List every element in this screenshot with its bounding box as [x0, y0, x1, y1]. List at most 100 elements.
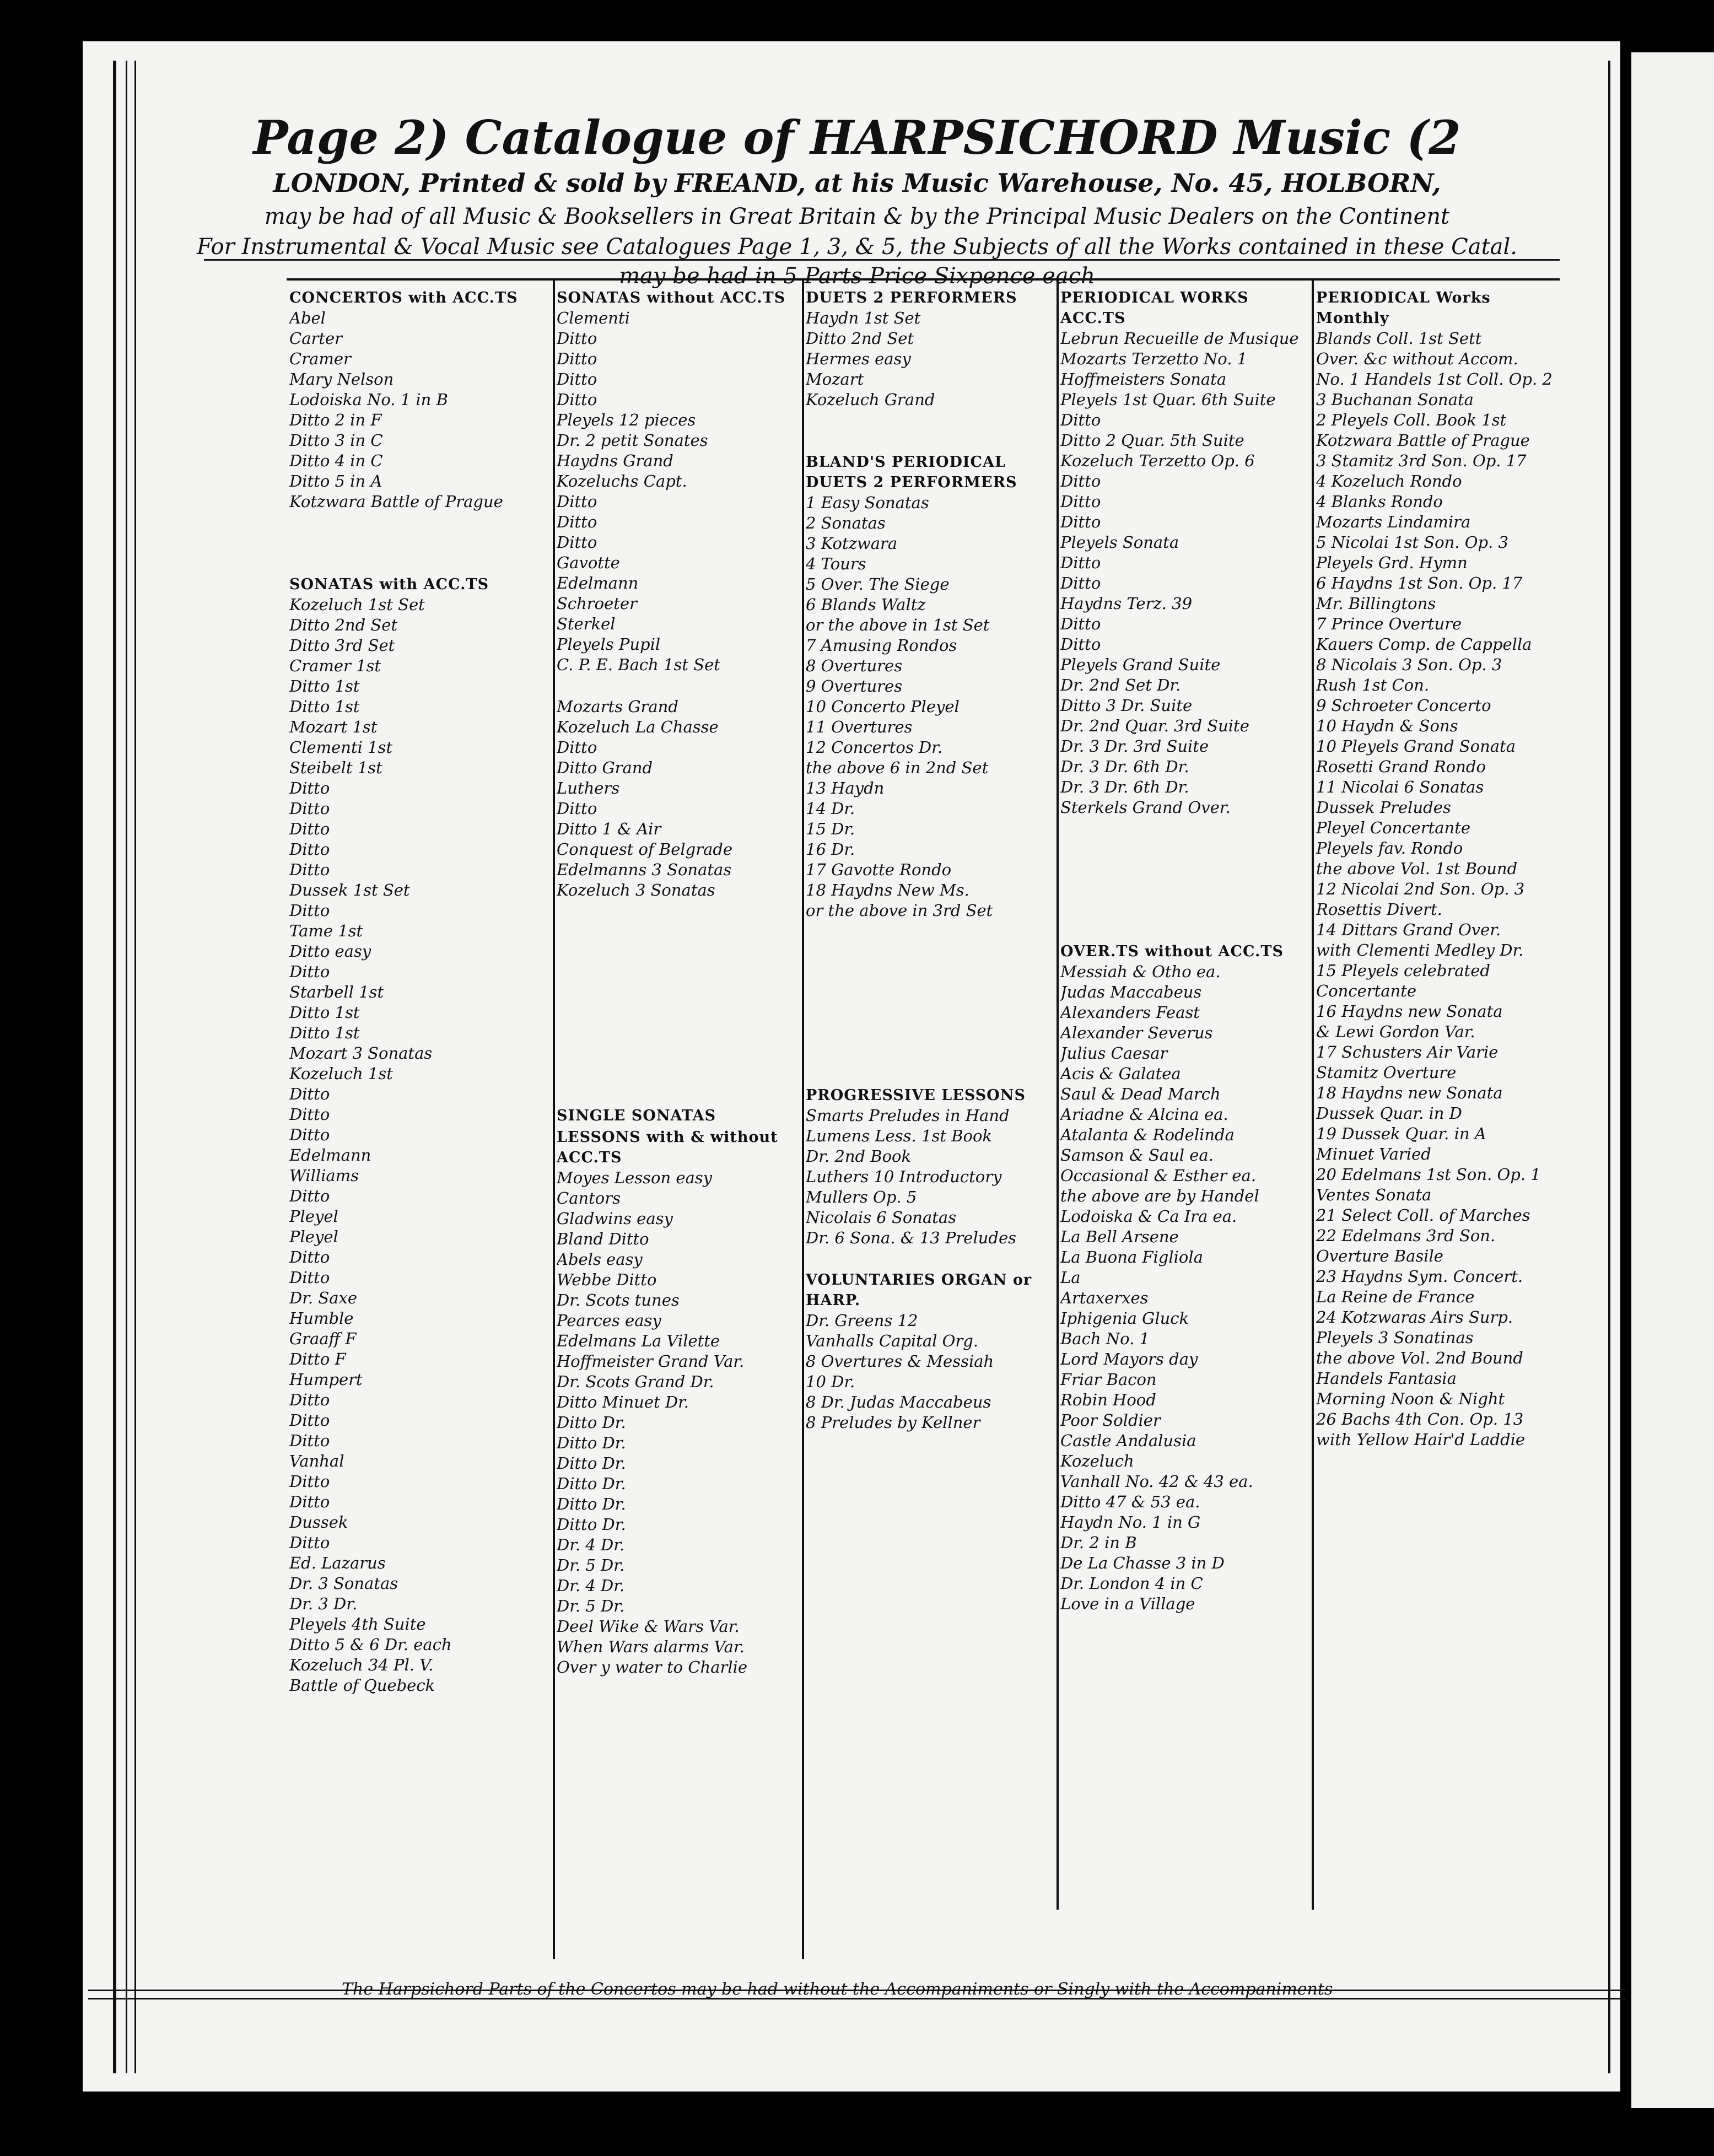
item-title: Handels Fantasia	[1316, 1369, 1457, 1388]
item-title: Rush 1st Con.	[1316, 676, 1430, 694]
item-title: Pleyels Pupil	[557, 635, 661, 654]
list-item: Over y water to Charlie	[557, 1657, 799, 1678]
list-item: Haydns Grand	[557, 451, 799, 471]
item-title: Mozarts Grand	[557, 697, 678, 716]
list-item: Ditto 1st	[289, 1023, 548, 1043]
list-item: Ditto	[557, 512, 799, 532]
list-item: La Bell Arsene	[1060, 1227, 1308, 1247]
item-title: Nicolais 6 Sonatas	[806, 1208, 957, 1227]
item-title: La Reine de France	[1316, 1287, 1475, 1306]
list-item: Dr. London 4 in C	[1060, 1573, 1308, 1594]
list-item: Ditto 3rd Set	[289, 635, 548, 656]
item-title: Alexander Severus	[1060, 1023, 1213, 1042]
item-title: 4 Blanks Rondo	[1316, 492, 1443, 511]
item-title: Ditto 1st	[289, 1023, 360, 1042]
list-item: Haydn No. 1 in G	[1060, 1512, 1308, 1533]
item-title: Dr. 2nd Book	[806, 1147, 912, 1166]
item-title: Ditto F	[289, 1350, 346, 1368]
item-title: 3 Buchanan Sonata	[1316, 390, 1474, 409]
list-item: Ditto	[289, 1104, 548, 1125]
list-item: Ditto	[557, 328, 799, 349]
item-title: Carter	[289, 329, 343, 348]
item-title: Mozarts Terzetto No. 1	[1060, 349, 1248, 368]
list-item: Ditto	[289, 901, 548, 921]
list-item: Ditto 5 & 6 Dr. each	[289, 1635, 548, 1655]
list-item: Tame 1st	[289, 921, 548, 941]
item-title: Dr. Greens 12	[806, 1311, 918, 1330]
item-title: Ditto	[557, 738, 597, 757]
list-item: Atalanta & Rodelinda	[1060, 1125, 1308, 1145]
list-item: Dr. 2 petit Sonates	[557, 430, 799, 451]
item-title: Hermes easy	[806, 349, 911, 368]
item-title: Kozeluch Grand	[806, 390, 935, 409]
item-title: 11 Overtures	[806, 718, 913, 736]
list-item: 3 Buchanan Sonata	[1316, 390, 1559, 410]
item-title: Haydn 1st Set	[806, 309, 921, 327]
item-title: Cramer 1st	[289, 656, 381, 675]
item-title: Ditto Dr.	[557, 1433, 626, 1452]
list-item: Ditto	[1060, 614, 1308, 634]
item-title: 8 Nicolais 3 Son. Op. 3	[1316, 655, 1502, 674]
item-title: Occasional & Esther ea.	[1060, 1166, 1256, 1185]
list-item: Conquest of Belgrade	[557, 839, 799, 860]
list-item: Edelmann	[557, 573, 799, 594]
item-title: Cantors	[557, 1189, 621, 1208]
list-item: Ditto 1st	[289, 676, 548, 697]
item-title: with Yellow Hair'd Laddie	[1316, 1430, 1526, 1449]
section-heading: SINGLE SONATAS	[557, 1107, 716, 1124]
list-item: Ditto	[289, 799, 548, 819]
list-item: Dr. Saxe	[289, 1288, 548, 1308]
item-title: Mozarts Lindamira	[1316, 513, 1471, 531]
list-item: 10 Dr.	[806, 1372, 1054, 1392]
list-item: 9 Schroeter Concerto	[1316, 696, 1559, 716]
item-title: Ditto	[289, 962, 330, 981]
list-item: Sterkel	[557, 614, 799, 634]
list-item: Mozarts Terzetto No. 1	[1060, 349, 1308, 369]
item-title: La	[1060, 1268, 1081, 1287]
list-item: Kozeluch 34 Pl. V.	[289, 1655, 548, 1675]
item-title: Ditto Grand	[557, 758, 653, 777]
list-item: Moyes Lesson easy	[557, 1168, 799, 1188]
list-item: Starbell 1st	[289, 982, 548, 1002]
list-item: Ditto 4 in C	[289, 451, 548, 471]
item-title: Ditto 2 in F	[289, 411, 382, 429]
list-item: Abels easy	[557, 1249, 799, 1270]
item-title: Gladwins easy	[557, 1209, 673, 1228]
section-heading: SONATAS without ACC.TS	[557, 289, 786, 306]
list-item: or the above in 3rd Set	[806, 901, 1054, 921]
list-item: 13 Haydn	[806, 778, 1054, 799]
item-title: Mozart	[806, 370, 864, 389]
list-item: or the above in 1st Set	[806, 615, 1054, 635]
item-title: Kozeluchs Capt.	[557, 472, 687, 491]
item-title: Kozeluch 34 Pl. V.	[289, 1656, 434, 1674]
item-title: 10 Pleyels Grand Sonata	[1316, 737, 1516, 756]
item-title: Pleyels Grand Suite	[1060, 655, 1221, 674]
page	[83, 41, 1620, 2092]
item-title: Gavotte	[557, 553, 620, 572]
item-title: Dussek Quar. in D	[1316, 1104, 1462, 1123]
item-title: Dr. 2 in B	[1060, 1533, 1137, 1552]
list-item: Ditto Dr.	[557, 1514, 799, 1535]
item-title: Messiah & Otho ea.	[1060, 962, 1221, 981]
item-title: Ditto	[289, 820, 330, 838]
list-item: Handels Fantasia	[1316, 1368, 1559, 1389]
list-item: Ditto	[1060, 410, 1308, 430]
item-title: 5 Nicolai 1st Son. Op. 3	[1316, 533, 1508, 552]
item-title: 10 Concerto Pleyel	[806, 697, 960, 716]
item-title: 14 Dr.	[806, 799, 855, 818]
list-item: Julius Caesar	[1060, 1043, 1308, 1064]
item-title: Kozeluch 3 Sonatas	[557, 881, 715, 899]
item-title: Dussek Preludes	[1316, 798, 1451, 817]
column-periodical-works: PERIODICAL WORKS ACC.TS Lebrun Recueille…	[1060, 287, 1308, 1614]
item-title: De La Chasse 3 in D	[1060, 1554, 1225, 1572]
column-section: VOLUNTARIES ORGAN or HARP. Dr. Greens 12…	[806, 1270, 1054, 1433]
item-title: 4 Kozeluch Rondo	[1316, 472, 1462, 491]
item-title: Ditto	[289, 1248, 330, 1266]
list-item: the above are by Handel	[1060, 1186, 1308, 1206]
list-item: Dr. 3 Sonatas	[289, 1573, 548, 1594]
column-periodical-monthly: PERIODICAL Works Monthly Blands Coll. 1s…	[1316, 287, 1559, 1450]
item-title: Dr. 3 Sonatas	[289, 1574, 398, 1593]
item-title: Ditto	[1060, 513, 1101, 531]
